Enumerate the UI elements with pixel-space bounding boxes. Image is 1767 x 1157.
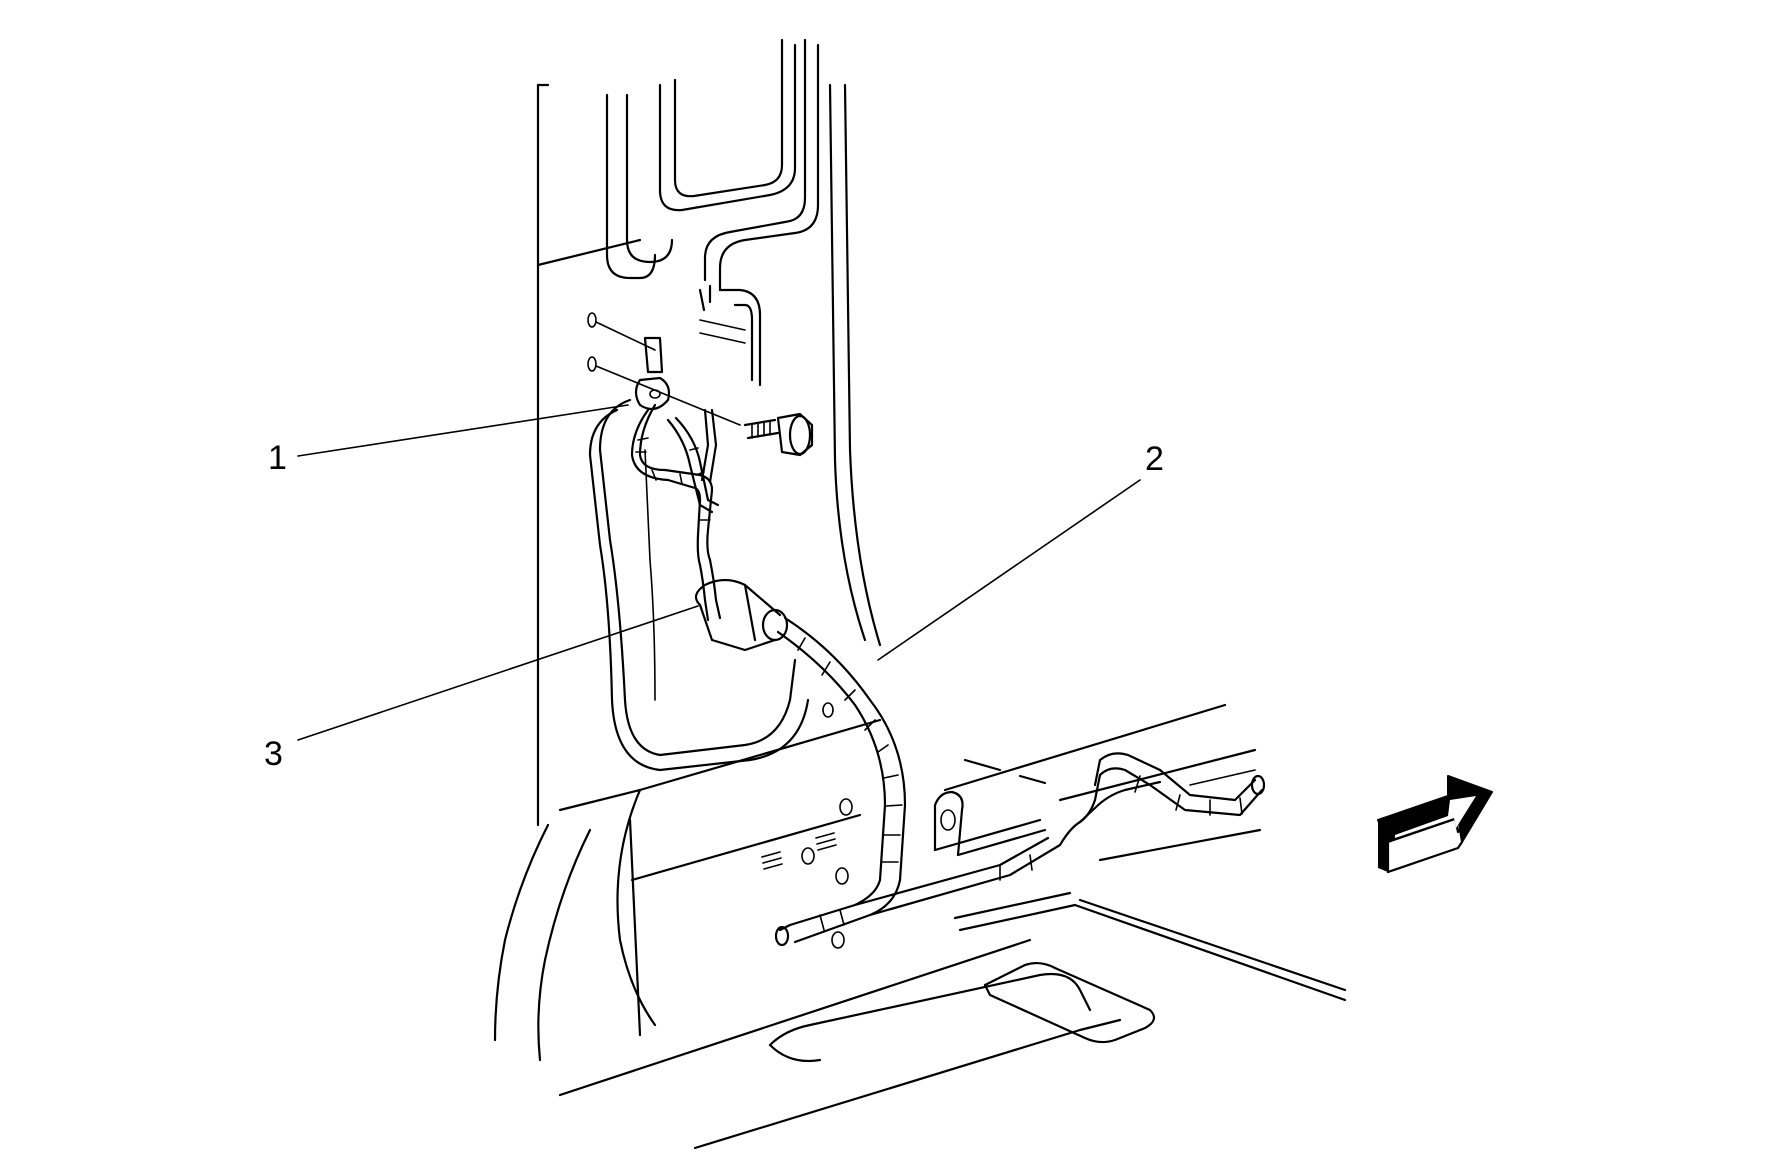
bolt bbox=[743, 412, 814, 457]
pigtail-wires bbox=[630, 403, 722, 622]
callout-1: 1 bbox=[268, 439, 287, 477]
front-direction-arrow-icon bbox=[1377, 775, 1493, 874]
callout-2: 2 bbox=[1145, 440, 1164, 478]
callout-3: 3 bbox=[264, 735, 283, 773]
leader-line-3 bbox=[297, 605, 699, 741]
wiring-harness bbox=[774, 616, 1266, 947]
leader-line-1 bbox=[297, 404, 629, 457]
pillar-panel bbox=[493, 38, 882, 1062]
connector-body bbox=[694, 578, 789, 652]
retainer-fasteners bbox=[587, 284, 741, 426]
callout-labels: 1 2 3 bbox=[264, 439, 1164, 773]
leader-line-2 bbox=[877, 479, 1141, 661]
leader-lines bbox=[297, 404, 1141, 741]
floor-panel bbox=[558, 703, 1347, 1150]
